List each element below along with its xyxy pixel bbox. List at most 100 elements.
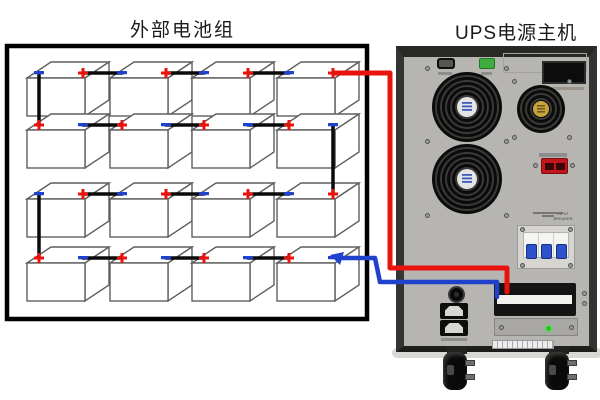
intelligent-slot-label — [544, 87, 584, 90]
plus-terminal — [246, 189, 250, 199]
lower-recessed-panel — [494, 318, 578, 336]
epo-connector — [479, 58, 495, 69]
battery-r4c4-side — [334, 245, 360, 303]
minus-terminal — [243, 256, 253, 260]
caster-bolt — [567, 360, 577, 366]
plus-terminal — [34, 123, 44, 127]
plus-terminal — [331, 68, 335, 78]
battery-r2c3-front — [191, 129, 251, 169]
minus-terminal — [199, 192, 209, 196]
battery-r4c3-front — [191, 262, 251, 302]
input-breaker-sublabel — [533, 212, 563, 214]
minus-terminal — [199, 71, 209, 75]
battery-r4c2-top — [107, 246, 195, 264]
panel-screw — [567, 79, 572, 84]
panel-screw — [582, 291, 587, 296]
panel-screw — [569, 325, 574, 330]
battery-r1c2-side — [167, 60, 193, 118]
battery-r1c3-top — [189, 61, 277, 79]
plus-terminal — [34, 256, 44, 260]
panel-screw — [499, 325, 504, 330]
panel-screw — [425, 139, 430, 144]
plus-terminal — [328, 192, 338, 196]
battery-r1c1-top — [24, 61, 112, 79]
panel-screw — [504, 66, 509, 71]
plus-terminal — [37, 120, 41, 130]
caster-plate — [549, 346, 569, 354]
battery-r1c3-front — [191, 77, 251, 117]
battery-enclosure-box — [4, 43, 370, 322]
panel-screw — [567, 135, 572, 140]
caster-wheel-right — [545, 346, 577, 392]
ups-unit-title: UPS电源主机 — [455, 23, 578, 44]
caster-hub — [447, 365, 454, 375]
battery-r2c4-front — [276, 129, 336, 169]
plus-terminal — [284, 123, 294, 127]
minus-terminal — [78, 256, 88, 260]
cooling-fan-large-top-icon — [432, 72, 502, 142]
plus-terminal — [120, 253, 124, 263]
plus-terminal — [81, 68, 85, 78]
minus-terminal — [328, 123, 338, 127]
panel-screw — [520, 227, 525, 232]
panel-screw — [425, 66, 430, 71]
battery-r1c4-side — [334, 60, 360, 118]
battery-r3c4-side — [334, 181, 360, 239]
plus-terminal — [117, 256, 127, 260]
battery-connector — [541, 158, 568, 174]
panel-screw — [512, 79, 517, 84]
caster-bolt — [465, 374, 475, 380]
battery-r3c2-front — [109, 198, 169, 238]
plus-terminal — [161, 71, 171, 75]
battery-r3c3-side — [249, 181, 275, 239]
plus-terminal — [161, 192, 171, 196]
panel-screw — [570, 163, 575, 168]
battery-r2c2-top — [107, 113, 195, 131]
battery-r1c1-front — [26, 77, 86, 117]
battery-r1c2-top — [107, 61, 195, 79]
plus-terminal — [78, 192, 88, 196]
caster-bolt — [465, 360, 475, 366]
battery-r4c2-side — [167, 245, 193, 303]
battery-r2c1-top — [24, 113, 112, 131]
battery-r2c3-top — [189, 113, 277, 131]
caster-bolt — [567, 374, 577, 380]
plus-terminal — [120, 120, 124, 130]
iec-outlet-1 — [440, 303, 468, 319]
battery-r4c4-front — [276, 262, 336, 302]
minus-terminal — [117, 71, 127, 75]
caster-plate — [447, 346, 467, 354]
plus-terminal — [117, 123, 127, 127]
cooling-fan-small-icon — [517, 85, 565, 133]
panel-screw — [568, 227, 573, 232]
caster-hub — [549, 365, 556, 375]
minus-terminal — [161, 256, 171, 260]
plus-terminal — [202, 120, 206, 130]
plus-terminal — [164, 68, 168, 78]
terminal-block-slot — [497, 295, 572, 304]
negative-cable-arrowhead — [330, 252, 344, 265]
minus-terminal — [328, 256, 338, 260]
minus-terminal — [78, 123, 88, 127]
iec-outlet-2 — [440, 320, 468, 336]
plus-terminal — [199, 256, 209, 260]
battery-r1c4-front — [276, 77, 336, 117]
battery-r2c4-top — [274, 113, 362, 131]
plus-terminal — [331, 189, 335, 199]
panel-screw — [425, 213, 430, 218]
battery-r3c4-front — [276, 198, 336, 238]
plus-terminal — [287, 253, 291, 263]
breaker-pole — [524, 233, 539, 259]
status-led — [546, 326, 551, 331]
battery-connector-label — [539, 153, 567, 157]
breaker-pole — [539, 233, 554, 259]
minus-terminal — [34, 71, 44, 75]
battery-r1c1-side — [84, 60, 110, 118]
battery-r2c2-front — [109, 129, 169, 169]
panel-screw — [504, 213, 509, 218]
plus-terminal — [81, 189, 85, 199]
panel-screw — [520, 263, 525, 268]
plus-terminal — [243, 192, 253, 196]
battery-r2c2-side — [167, 112, 193, 170]
